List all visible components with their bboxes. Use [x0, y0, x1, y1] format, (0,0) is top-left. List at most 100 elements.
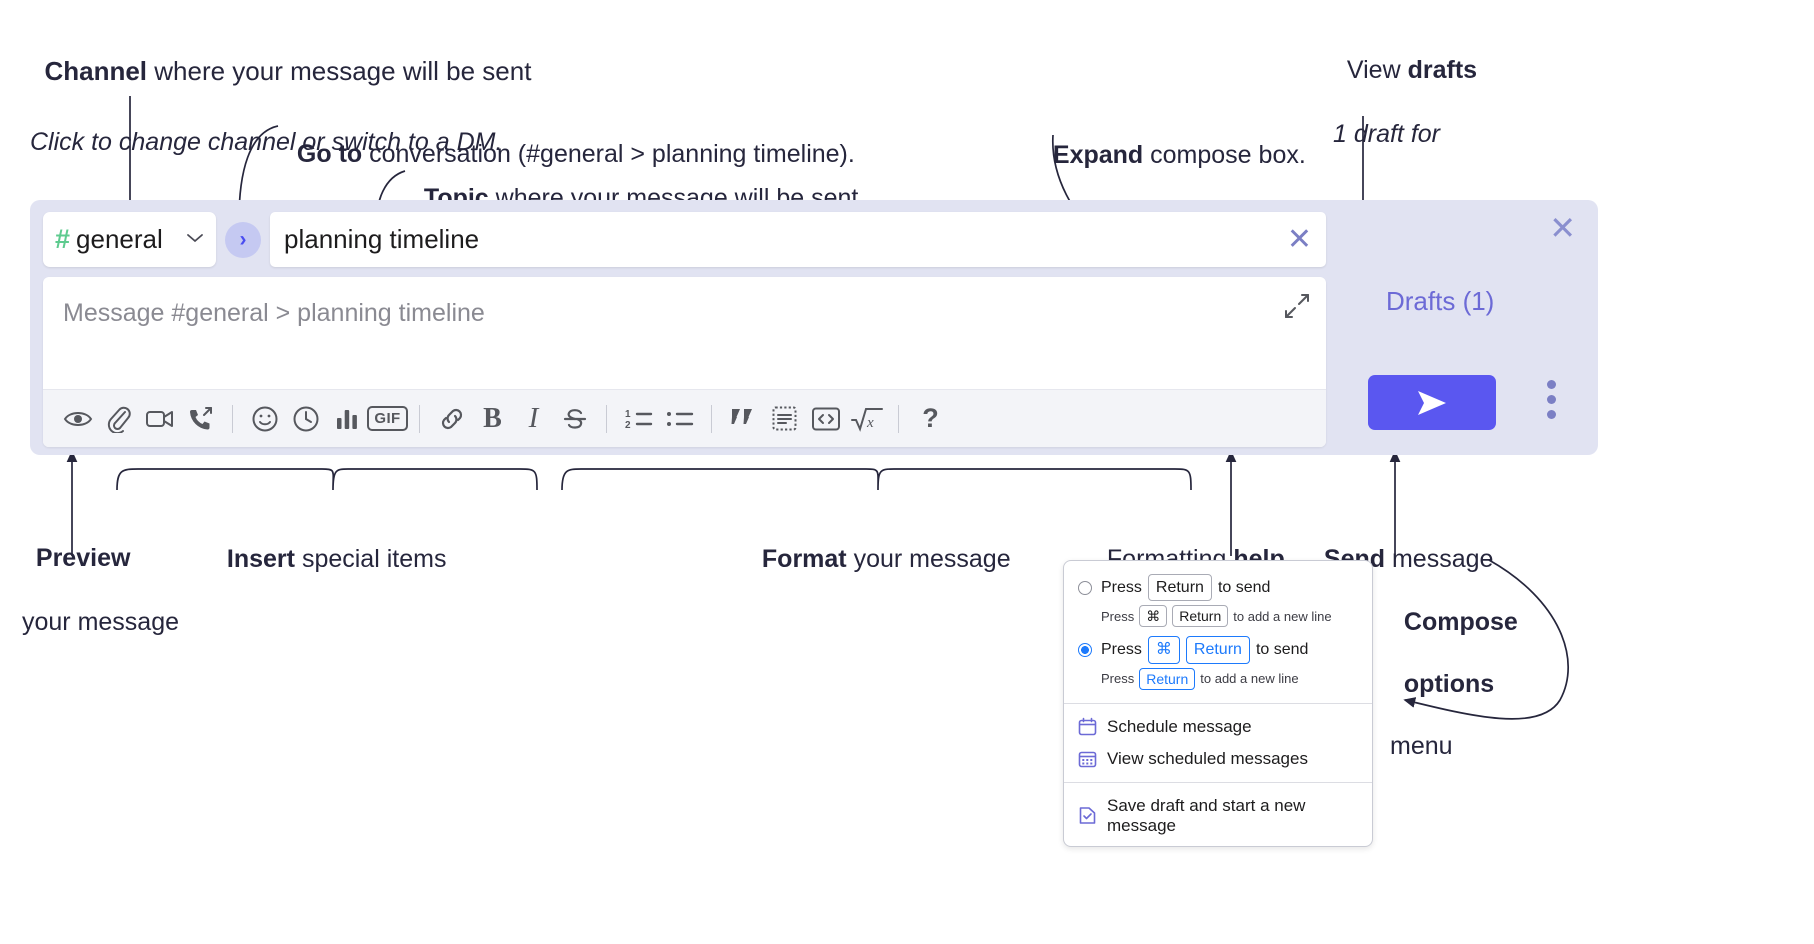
- send-button[interactable]: [1368, 375, 1496, 430]
- poll-bar-chart-icon[interactable]: [326, 398, 367, 439]
- annotation-insert-bold: Insert: [226, 545, 295, 573]
- menu-option-1-sub-post: to add a new line: [1200, 671, 1299, 687]
- annotation-drafts-bold: drafts: [1407, 56, 1478, 84]
- annotation-compose-options-line2: options: [1403, 670, 1495, 698]
- annotation-channel: Channel where your message will be sent …: [30, 22, 531, 191]
- chevron-right-icon: ›: [239, 227, 247, 251]
- compose-options-menu-button[interactable]: [1547, 380, 1556, 419]
- annotation-drafts-pre: View: [1346, 56, 1408, 84]
- menu-option-0-key1: Return: [1147, 574, 1212, 602]
- annotation-preview-line2: your message: [22, 608, 180, 636]
- video-camera-icon[interactable]: [139, 398, 180, 439]
- menu-option-0-sub-key2: Return: [1172, 605, 1229, 628]
- message-input-box[interactable]: Message #general > planning timeline: [43, 277, 1326, 447]
- annotation-compose-options-line1: Compose: [1403, 608, 1518, 636]
- annotation-goto-bold: Go to: [296, 140, 363, 168]
- goto-conversation-button[interactable]: ›: [225, 221, 261, 258]
- menu-option-0-sub-post: to add a new line: [1233, 608, 1332, 624]
- annotation-compose-options: Compose options menu: [1390, 576, 1518, 793]
- menu-option-1-post: to send: [1255, 641, 1309, 659]
- toolbar-divider: [606, 404, 607, 433]
- channel-selector-button[interactable]: # general: [43, 212, 216, 267]
- inline-code-icon[interactable]: [805, 398, 846, 439]
- menu-divider: [1064, 781, 1372, 783]
- compose-header-row: # general › planning timeline ✕: [43, 212, 1326, 267]
- menu-option-1-sub-key1: Return: [1139, 667, 1196, 690]
- annotation-format: Format your message: [748, 511, 1011, 575]
- menu-item-save-draft[interactable]: Save draft and start a new message: [1064, 790, 1372, 846]
- menu-item-label: Save draft and start a new message: [1107, 795, 1306, 835]
- toolbar-divider: [419, 404, 420, 433]
- annotation-insert-rest: special items: [295, 545, 447, 573]
- bold-icon[interactable]: B: [483, 402, 502, 434]
- link-icon[interactable]: [431, 398, 472, 439]
- toolbar-divider: [711, 404, 712, 433]
- menu-item-schedule-message[interactable]: Schedule message: [1064, 711, 1372, 743]
- annotation-format-rest: your message: [846, 545, 1011, 573]
- menu-option-return-to-send[interactable]: Press Return to send: [1064, 571, 1372, 604]
- code-block-icon[interactable]: [764, 398, 805, 439]
- bulleted-list-icon[interactable]: [659, 398, 700, 439]
- close-icon[interactable]: ✕: [1286, 222, 1312, 256]
- expand-icon[interactable]: [1284, 293, 1310, 319]
- strikethrough-icon[interactable]: [554, 398, 595, 439]
- toolbar-divider: [898, 404, 899, 433]
- compose-options-menu: Press Return to send Press ⌘ Return to a…: [1063, 560, 1373, 847]
- send-arrow-icon: [1418, 390, 1446, 415]
- close-icon[interactable]: ✕: [1549, 210, 1576, 246]
- annotation-expand-bold: Expand: [1052, 141, 1144, 169]
- menu-item-label: Schedule message: [1107, 716, 1252, 736]
- gif-label: GIF: [367, 406, 408, 431]
- attachment-paperclip-icon[interactable]: [98, 398, 139, 439]
- menu-option-1-key2: Return: [1185, 636, 1250, 664]
- radio-icon-selected[interactable]: [1078, 643, 1092, 658]
- topic-value: planning timeline: [284, 224, 480, 254]
- message-placeholder: Message #general > planning timeline: [63, 299, 485, 327]
- blockquote-icon[interactable]: [723, 398, 764, 439]
- topic-input[interactable]: planning timeline ✕: [270, 212, 1326, 267]
- menu-option-1-pre: Press: [1101, 641, 1142, 659]
- annotation-drafts-line2: 1 draft for: [1333, 120, 1440, 148]
- annotation-format-bold: Format: [761, 545, 847, 573]
- compose-panel: # general › planning timeline ✕ Message …: [30, 200, 1598, 455]
- preview-eye-icon[interactable]: [57, 398, 98, 439]
- svg-text:x: x: [866, 415, 874, 431]
- menu-option-cmd-return-to-send[interactable]: Press ⌘ Return to send: [1064, 633, 1372, 666]
- annotation-channel-rest: where your message will be sent: [147, 56, 532, 87]
- drafts-link[interactable]: Drafts (1): [1386, 286, 1495, 316]
- kebab-dot: [1547, 410, 1556, 419]
- svg-text:2: 2: [625, 420, 631, 431]
- svg-text:1: 1: [625, 409, 631, 420]
- gif-icon[interactable]: GIF: [367, 398, 408, 439]
- menu-option-1-key1: ⌘: [1147, 636, 1180, 664]
- annotation-preview-bold: Preview: [35, 544, 131, 572]
- compose-main-column: # general › planning timeline ✕ Message …: [43, 212, 1326, 447]
- menu-item-view-scheduled-messages[interactable]: View scheduled messages: [1064, 743, 1372, 775]
- calendar-icon: [1078, 717, 1097, 736]
- toolbar-divider: [232, 404, 233, 433]
- menu-option-0-sub-key1: ⌘: [1139, 605, 1168, 628]
- menu-option-1-sub-pre: Press: [1101, 671, 1135, 687]
- math-icon[interactable]: x: [846, 398, 887, 439]
- menu-option-0-pre: Press: [1101, 578, 1142, 596]
- channel-name-label: general: [76, 224, 163, 254]
- save-draft-icon: [1078, 806, 1097, 825]
- menu-item-label: View scheduled messages: [1107, 748, 1308, 768]
- formatting-help-icon[interactable]: ?: [922, 403, 939, 433]
- radio-icon[interactable]: [1078, 580, 1092, 595]
- clock-icon[interactable]: [285, 398, 326, 439]
- annotation-expand: Expand compose box.: [1039, 107, 1306, 171]
- italic-icon[interactable]: I: [528, 402, 539, 434]
- menu-option-0-sub: Press ⌘ Return to add a new line: [1064, 604, 1372, 633]
- kebab-dot: [1547, 395, 1556, 404]
- annotation-channel-bold: Channel: [44, 56, 148, 87]
- calendar-grid-icon: [1078, 749, 1097, 768]
- emoji-smiley-icon[interactable]: [244, 398, 285, 439]
- audio-call-icon[interactable]: [180, 398, 221, 439]
- chevron-down-icon: [186, 231, 204, 249]
- annotation-preview: Preview your message: [22, 510, 179, 670]
- compose-right-column: ✕ Drafts (1): [1326, 200, 1598, 455]
- annotation-expand-rest: compose box.: [1143, 141, 1306, 169]
